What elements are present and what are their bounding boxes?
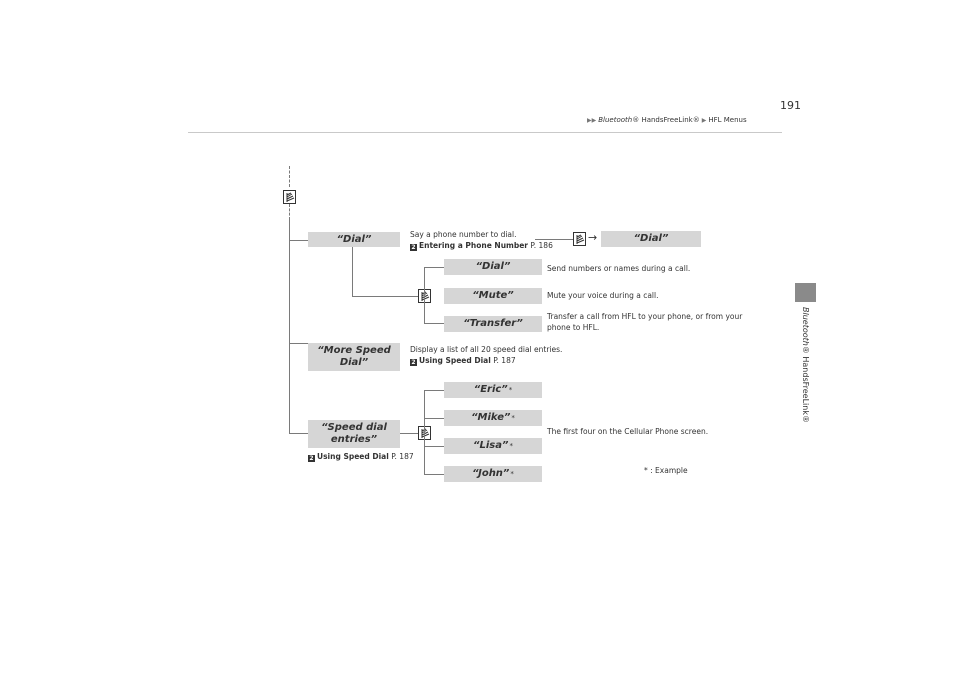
- dial-submenu-connector-h: [352, 296, 418, 297]
- more-speed-dial-description: Display a list of all 20 speed dial entr…: [410, 344, 562, 366]
- more-speed-dial-command: “More Speed Dial”: [308, 343, 400, 371]
- speed-dial-entries-ref-page: P. 187: [391, 452, 414, 461]
- triangle-right-icon: ▶: [701, 117, 707, 124]
- more-speed-dial-line2: Dial”: [339, 357, 369, 368]
- speed-dial-entries-line1: “Speed dial: [321, 422, 387, 433]
- submenu-branch-transfer: [424, 323, 444, 324]
- submenu-dial-command: “Dial”: [444, 259, 542, 275]
- submenu-trunk: [424, 267, 425, 323]
- entry-lisa-command: “Lisa”*: [444, 438, 542, 454]
- reference-icon: 2: [410, 244, 417, 251]
- talk-icon: [573, 232, 586, 246]
- entries-branch-lisa: [424, 446, 444, 447]
- section-label-rest: ® HandsFreeLink®: [801, 345, 810, 423]
- dial-ref-page: P. 186: [530, 241, 553, 250]
- speed-dial-entries-ref-link[interactable]: Using Speed Dial: [317, 452, 389, 461]
- footnote: * : Example: [644, 466, 688, 475]
- section-label-italic: Bluetooth: [801, 307, 810, 346]
- entries-connector-h: [400, 433, 418, 434]
- more-speed-dial-line1: “More Speed: [317, 345, 391, 356]
- header-divider: [188, 132, 782, 133]
- speed-dial-entries-line2: entries”: [330, 434, 378, 445]
- entry-john-label: “John”: [472, 468, 510, 479]
- entry-mike-label: “Mike”: [471, 412, 511, 423]
- entry-eric-mark: *: [508, 386, 513, 394]
- arrow-right-icon: →: [588, 231, 598, 244]
- branch-dial: [289, 240, 309, 241]
- dial-result-command: “Dial”: [601, 231, 701, 247]
- entry-mike-command: “Mike”*: [444, 410, 542, 426]
- dial-command: “Dial”: [308, 232, 400, 247]
- dial-result-line: [535, 239, 573, 240]
- more-speed-dial-desc-text: Display a list of all 20 speed dial entr…: [410, 345, 563, 354]
- reference-icon: 2: [410, 359, 417, 366]
- transfer-desc-line1: Transfer a call from HFL to your phone, …: [547, 312, 743, 321]
- trunk-dashed-below-icon: [289, 204, 291, 220]
- submenu-transfer-command: “Transfer”: [444, 316, 542, 332]
- entries-branch-eric: [424, 390, 444, 391]
- more-speed-dial-ref-link[interactable]: Using Speed Dial: [419, 356, 491, 365]
- entry-john-command: “John”*: [444, 466, 542, 482]
- page-number: 191: [780, 99, 801, 112]
- submenu-dial-description: Send numbers or names during a call.: [547, 264, 691, 273]
- breadcrumb-bluetooth: Bluetooth: [598, 116, 633, 124]
- entry-mike-mark: *: [511, 414, 515, 422]
- submenu-branch-dial: [424, 267, 444, 268]
- dial-submenu-connector: [352, 247, 353, 297]
- speed-dial-entries-description: The first four on the Cellular Phone scr…: [547, 427, 709, 436]
- reference-icon: 2: [308, 455, 315, 462]
- branch-speed-dial-entries: [289, 433, 309, 434]
- branch-more-speed-dial: [289, 343, 309, 344]
- dial-ref-link[interactable]: Entering a Phone Number: [419, 241, 529, 250]
- dial-desc-text: Say a phone number to dial.: [410, 230, 517, 239]
- entries-branch-mike: [424, 418, 444, 419]
- entry-lisa-mark: *: [509, 442, 513, 450]
- talk-icon: [283, 190, 296, 204]
- breadcrumb-handsfreelink: ® HandsFreeLink®: [632, 116, 700, 124]
- more-speed-dial-ref-page: P. 187: [493, 356, 516, 365]
- triangle-right-icon: ▶▶: [587, 117, 597, 124]
- trunk-dashed-top: [289, 166, 291, 187]
- entries-branch-john: [424, 474, 444, 475]
- section-tab: [795, 283, 816, 302]
- trunk-line: [289, 219, 290, 434]
- section-label: Bluetooth® HandsFreeLink®: [800, 307, 811, 427]
- submenu-mute-description: Mute your voice during a call.: [547, 291, 659, 300]
- speed-dial-entries-command: “Speed dial entries”: [308, 420, 400, 448]
- transfer-desc-line2: phone to HFL.: [547, 323, 600, 332]
- entry-eric-label: “Eric”: [473, 384, 508, 395]
- entry-john-mark: *: [510, 470, 514, 478]
- submenu-mute-command: “Mute”: [444, 288, 542, 304]
- entry-eric-command: “Eric”*: [444, 382, 542, 398]
- breadcrumb-hfl-menus: HFL Menus: [708, 116, 747, 124]
- breadcrumb: ▶▶Bluetooth® HandsFreeLink®▶HFL Menus: [585, 116, 747, 124]
- entry-lisa-label: “Lisa”: [473, 440, 509, 451]
- entries-trunk: [424, 390, 425, 474]
- submenu-transfer-description: Transfer a call from HFL to your phone, …: [547, 311, 742, 333]
